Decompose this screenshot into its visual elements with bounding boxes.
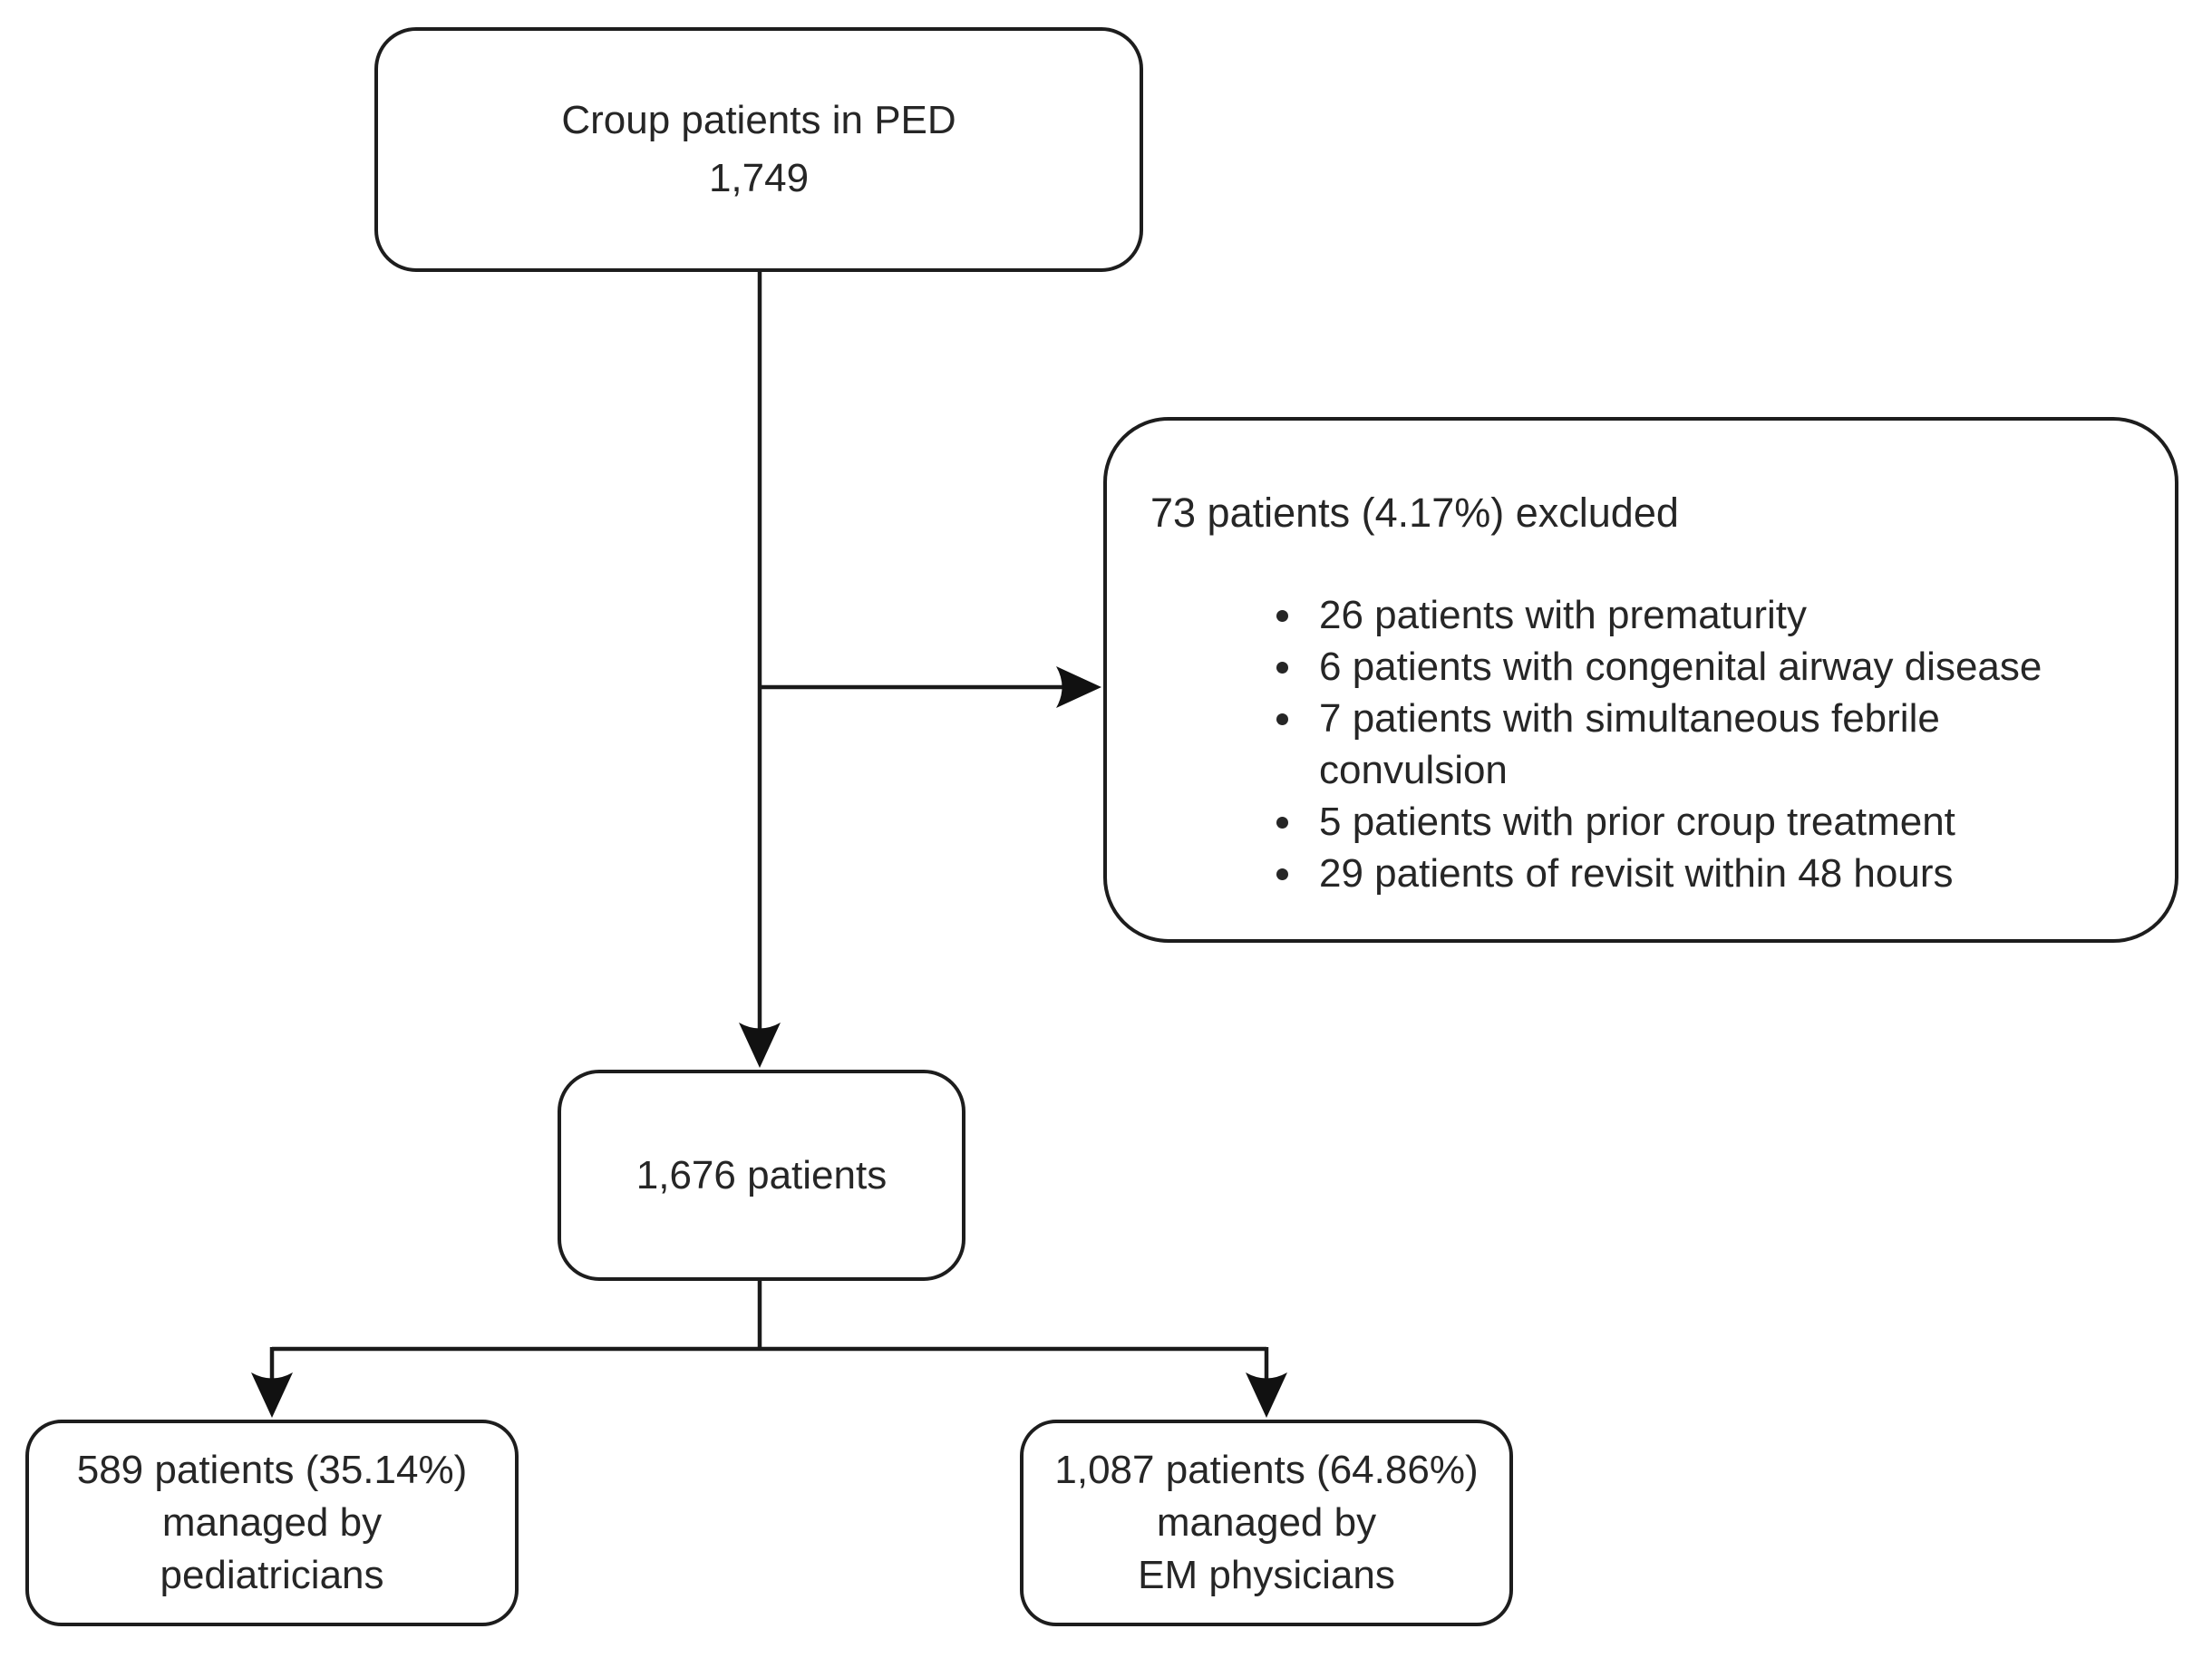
arrowhead-down-right bbox=[1246, 1372, 1287, 1418]
node-em-physicians-count: 1,087 patients (64.86%) bbox=[1054, 1448, 1479, 1492]
excluded-reason-item: 6 patients with congenital airway diseas… bbox=[1306, 641, 2139, 693]
excluded-reason-item: 29 patients of revisit within 48 hours bbox=[1306, 848, 2139, 899]
node-pediatricians: 589 patients (35.14%) managed by pediatr… bbox=[25, 1420, 519, 1626]
arrowhead-down-left bbox=[251, 1372, 293, 1418]
excluded-reason-item: 7 patients with simultaneous febrile con… bbox=[1306, 693, 2139, 796]
node-em-physicians: 1,087 patients (64.86%) managed by EM ph… bbox=[1020, 1420, 1513, 1626]
node-pediatricians-count: 589 patients (35.14%) bbox=[76, 1448, 468, 1492]
excluded-reasons-list: 26 patients with prematurity 6 patients … bbox=[1150, 589, 2139, 899]
excluded-reason-item: 26 patients with prematurity bbox=[1306, 589, 2139, 641]
excluded-reason-item: 5 patients with prior croup treatment bbox=[1306, 796, 2139, 848]
node-included-patients-label: 1,676 patients bbox=[635, 1152, 888, 1197]
arrowhead-down-middle bbox=[739, 1023, 781, 1068]
node-croup-patients-count: 1,749 bbox=[708, 156, 810, 200]
node-croup-patients: Croup patients in PED 1,749 bbox=[374, 27, 1143, 272]
node-croup-patients-label: Croup patients in PED bbox=[561, 98, 956, 142]
excluded-header: 73 patients (4.17%) excluded bbox=[1150, 490, 1679, 536]
node-pediatricians-managed: managed by bbox=[161, 1500, 383, 1545]
node-em-physicians-label: EM physicians bbox=[1138, 1553, 1395, 1597]
node-excluded: 73 patients (4.17%) excluded 26 patients… bbox=[1103, 417, 2178, 943]
arrowhead-right-excluded bbox=[1056, 666, 1101, 708]
node-included-patients: 1,676 patients bbox=[558, 1070, 965, 1281]
node-pediatricians-label: pediatricians bbox=[160, 1553, 384, 1597]
node-em-physicians-managed: managed by bbox=[1156, 1500, 1377, 1545]
